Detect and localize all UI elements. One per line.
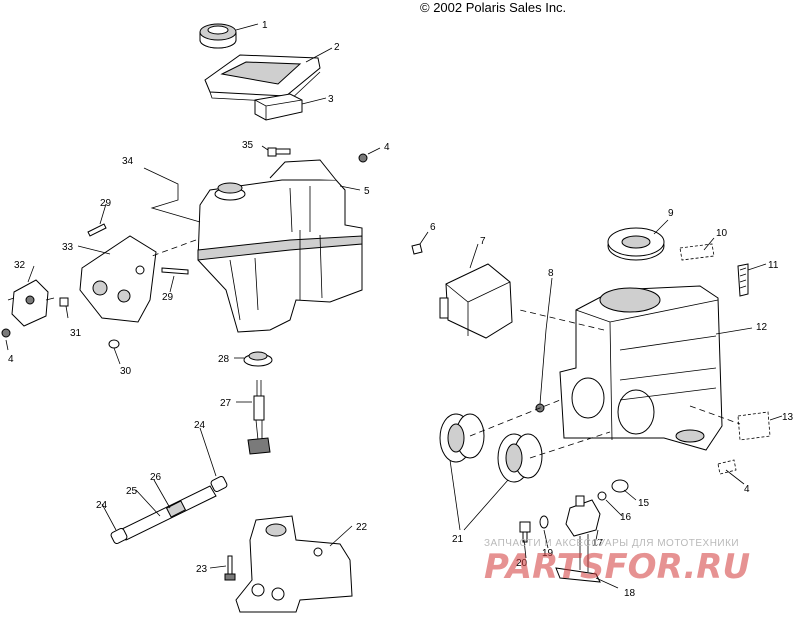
callout-7: 7 <box>480 236 486 247</box>
callout-3: 3 <box>328 94 334 105</box>
callout-32: 32 <box>14 260 26 271</box>
callout-21: 21 <box>452 534 464 545</box>
part-hose-assembly <box>110 476 228 544</box>
callout-4-top: 4 <box>384 142 390 153</box>
callout-27: 27 <box>220 398 232 409</box>
callout-20: 20 <box>516 558 528 569</box>
callout-29-top: 29 <box>100 198 112 209</box>
callout-19: 19 <box>542 548 554 559</box>
part-airbox <box>559 285 723 451</box>
callout-9: 9 <box>668 208 674 219</box>
callout-29-mid: 29 <box>162 292 174 303</box>
callout-30: 30 <box>120 366 132 377</box>
callout-35: 35 <box>242 140 254 151</box>
callout-22: 22 <box>356 522 368 533</box>
callout-24-left: 24 <box>96 500 108 511</box>
watermark-brand: PARTSFOR.RU <box>484 547 750 587</box>
callout-24-right: 24 <box>194 420 206 431</box>
callout-13: 13 <box>782 412 794 423</box>
callout-33: 33 <box>62 242 74 253</box>
callout-15: 15 <box>638 498 650 509</box>
callout-23: 23 <box>196 564 208 575</box>
callout-8: 8 <box>548 268 554 279</box>
part-bracket-22 <box>235 515 353 613</box>
part-small-hardware-right <box>519 479 629 543</box>
leader-lines <box>5 23 783 589</box>
callout-12: 12 <box>756 322 768 333</box>
part-screw-23 <box>224 555 236 581</box>
part-bolt-35 <box>267 147 291 157</box>
part-decal-13 <box>737 411 771 441</box>
callout-17: 17 <box>592 538 604 549</box>
part-module <box>439 263 513 339</box>
part-oil-tank <box>197 159 363 333</box>
callout-4-left: 4 <box>8 354 14 365</box>
callout-31: 31 <box>70 328 82 339</box>
part-grommet <box>243 351 273 367</box>
callout-26: 26 <box>150 472 162 483</box>
part-nut-top <box>358 153 368 163</box>
watermark-tagline: ЗАПЧАСТИ И АКСЕССУАРЫ ДЛЯ МОТОТЕХНИКИ <box>484 538 739 549</box>
callout-1: 1 <box>262 20 268 31</box>
part-clamp-11 <box>737 263 749 297</box>
copyright-text: © 2002 Polaris Sales Inc. <box>420 0 566 15</box>
part-lid <box>204 54 321 103</box>
callout-25: 25 <box>126 486 138 497</box>
part-mount-plate <box>79 235 157 323</box>
part-clip-4-right <box>717 459 737 475</box>
callout-5: 5 <box>364 186 370 197</box>
part-clip-6 <box>411 243 423 255</box>
callout-28: 28 <box>218 354 230 365</box>
part-solenoid <box>7 279 55 327</box>
part-foam-ring <box>607 227 665 261</box>
part-cap <box>199 23 237 49</box>
part-decal-10 <box>679 243 715 261</box>
part-small-hardware-left <box>1 223 189 349</box>
callout-6: 6 <box>430 222 436 233</box>
part-intake-boots <box>439 413 543 483</box>
part-fitting <box>247 380 271 455</box>
callout-10: 10 <box>716 228 728 239</box>
part-foam-block <box>254 93 303 121</box>
callout-18: 18 <box>624 588 636 599</box>
callout-2: 2 <box>334 42 340 53</box>
watermark: ЗАПЧАСТИ И АКСЕССУАРЫ ДЛЯ МОТОТЕХНИКИ PA… <box>484 538 750 587</box>
callout-16: 16 <box>620 512 632 523</box>
callout-numbers: 1 2 3 35 4 5 34 29 33 32 31 4 30 29 28 2… <box>8 20 794 599</box>
callout-34: 34 <box>122 156 134 167</box>
callout-11: 11 <box>768 260 779 271</box>
callout-4-right: 4 <box>744 484 750 495</box>
part-sensor-strap <box>555 495 601 583</box>
